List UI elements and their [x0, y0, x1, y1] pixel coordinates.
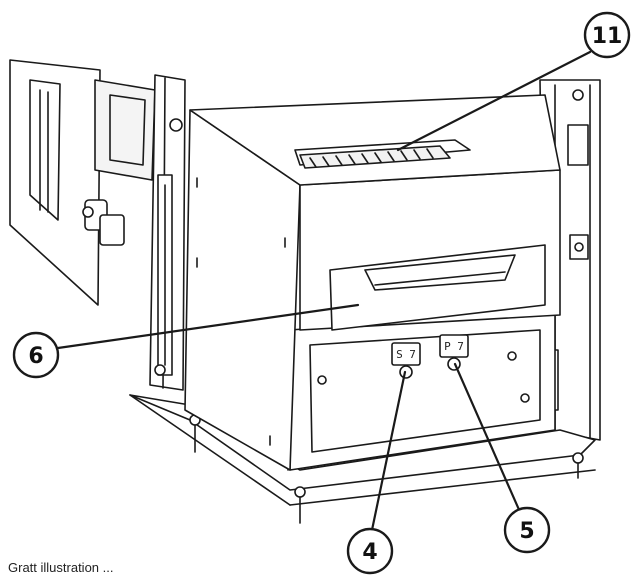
- callout-11-label: 11: [592, 24, 623, 49]
- callout-4-label: 4: [362, 540, 377, 565]
- grate: [299, 145, 451, 169]
- leader-5: [453, 362, 522, 514]
- side-panel-slots: [196, 177, 286, 446]
- callout-6-circle: [12, 331, 60, 379]
- lower-cabinet: [287, 314, 556, 471]
- stove-front-face: [299, 169, 561, 331]
- switch-s-tag: [391, 342, 421, 379]
- callout-circles: [12, 11, 631, 575]
- switch-s-label: S 7: [396, 348, 416, 361]
- ash-drawer-handle: [364, 254, 516, 291]
- stove-top: [189, 94, 561, 186]
- callout-11-circle: [583, 11, 631, 59]
- callout-5-label: 5: [519, 519, 534, 544]
- leader-11: [396, 50, 592, 152]
- callout-6-label: 6: [28, 344, 43, 369]
- switch-p-label: P 7: [444, 340, 464, 353]
- left-frame-post: [149, 74, 186, 391]
- left-door: [9, 59, 156, 306]
- leader-6: [56, 303, 360, 350]
- callout-5-circle: [503, 506, 551, 554]
- leader-4: [370, 370, 407, 532]
- callout-4-circle: [346, 527, 394, 575]
- figure-caption: Gratt illustration ...: [8, 560, 114, 575]
- leader-lines: [56, 50, 592, 532]
